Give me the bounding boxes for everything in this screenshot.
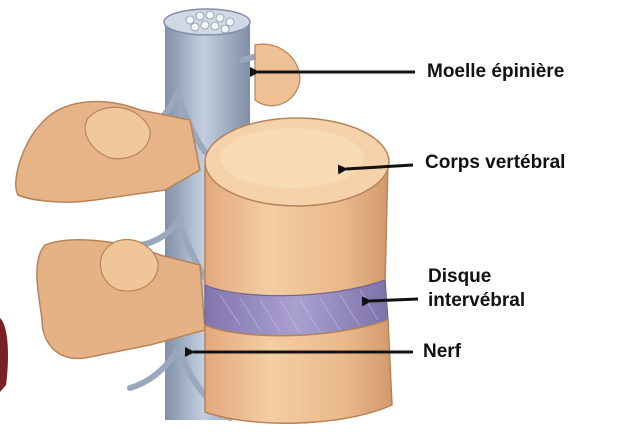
label-intervertebral-disc: Disque intervébral xyxy=(428,265,525,313)
label-disc-line-2: intervébral xyxy=(428,289,525,313)
lower-vertebral-body xyxy=(205,320,392,423)
edge-mark xyxy=(0,318,8,392)
arrow-disque xyxy=(370,299,418,301)
label-vertebral-body: Corps vertébral xyxy=(425,151,565,175)
label-disc-line-1: Disque xyxy=(428,265,525,289)
label-spinal-cord: Moelle épinière xyxy=(427,60,564,84)
upper-vertebral-body xyxy=(205,118,389,301)
label-nerve: Nerf xyxy=(423,340,461,364)
